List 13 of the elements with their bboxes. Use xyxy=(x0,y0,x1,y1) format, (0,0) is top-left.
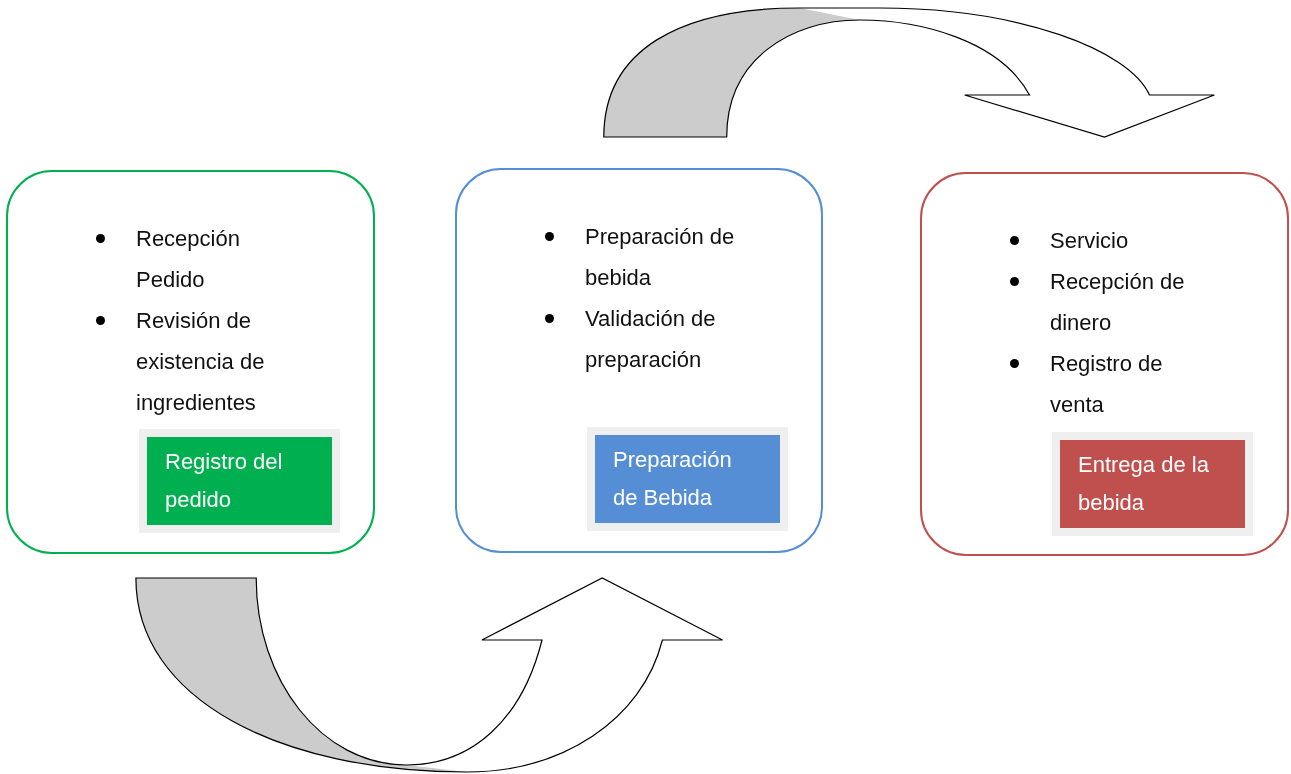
stage-label-text: Registro del pedido xyxy=(165,448,284,514)
bullet-item: Servicio xyxy=(1050,228,1129,253)
stage-card xyxy=(455,168,823,553)
stage-card xyxy=(6,170,375,554)
stage-label-text: Entrega de la bebida xyxy=(1078,451,1210,517)
bullet-item: Revisión de existencia de ingredientes xyxy=(136,308,265,415)
bullet-item: Registro de venta xyxy=(1050,351,1163,417)
bullet-item: Recepción de dinero xyxy=(1050,269,1185,335)
stage-card xyxy=(920,172,1289,556)
bullet-item: Preparación de bebida xyxy=(585,224,735,290)
bullet-item: Validación de preparación xyxy=(585,306,716,372)
bullet-item: Recepción Pedido xyxy=(136,226,240,292)
stage-label-text: Preparación de Bebida xyxy=(613,446,733,512)
